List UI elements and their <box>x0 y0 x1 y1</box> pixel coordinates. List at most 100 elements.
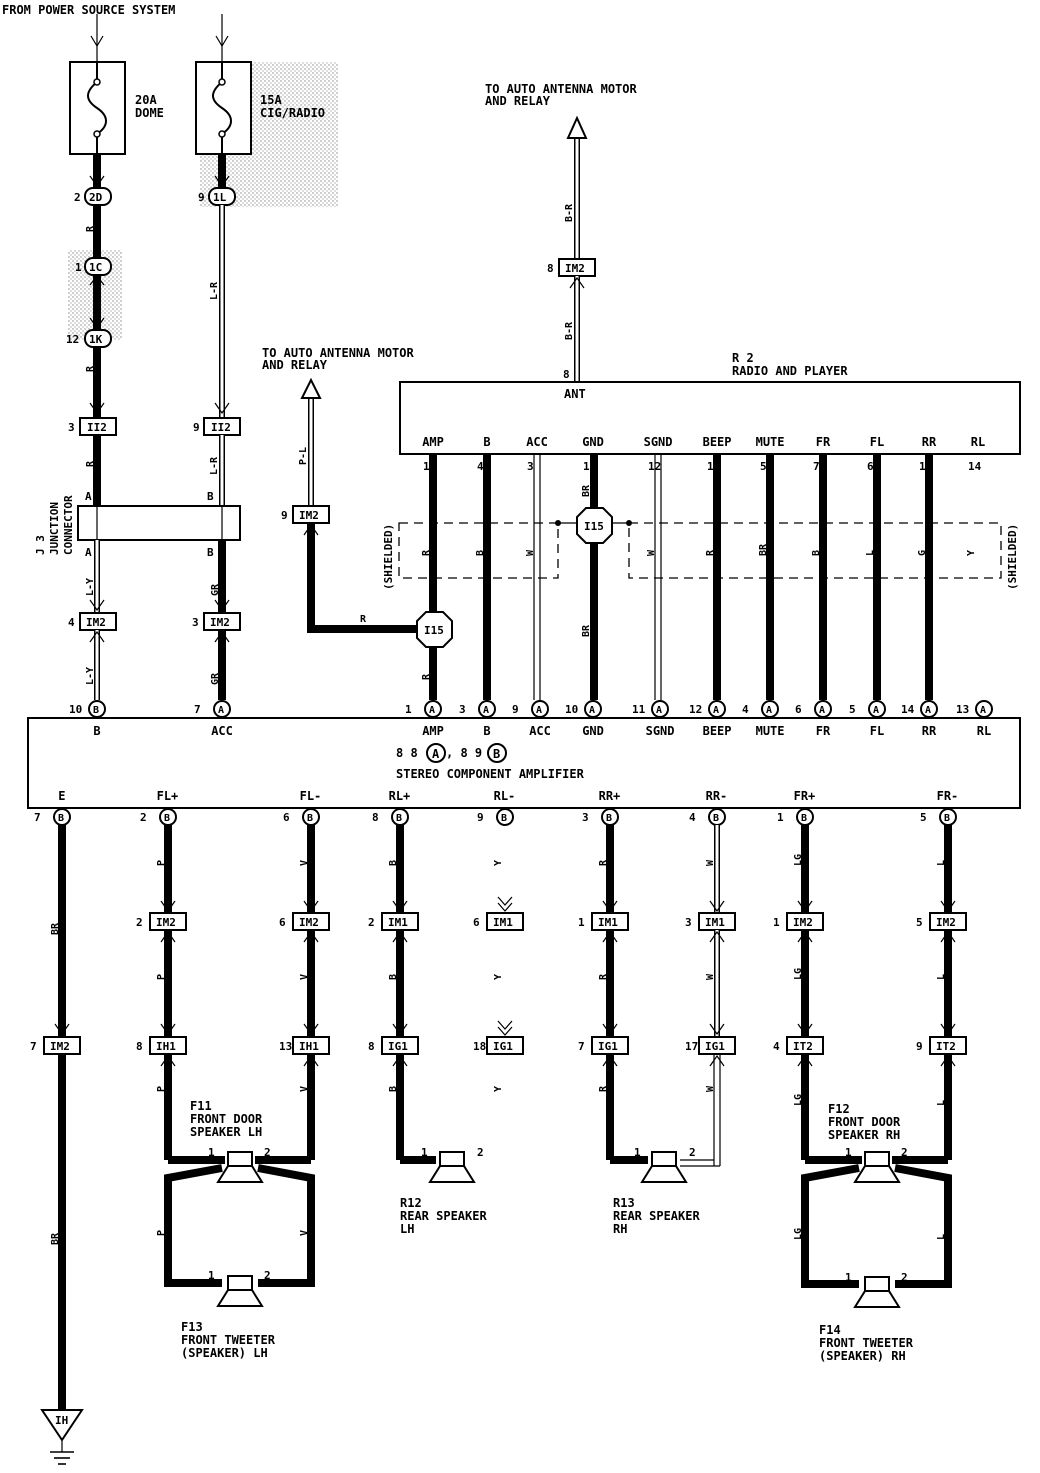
pin-label: 10 <box>565 703 578 716</box>
pin-label: 2 <box>136 916 143 929</box>
pin-label: 4 <box>68 616 75 629</box>
wire-color-label: L <box>865 550 876 556</box>
amp-top-pin-label: ACC <box>211 724 233 738</box>
amp-top-pin-label: FL <box>870 724 884 738</box>
connector-label: IM2 <box>793 916 813 929</box>
radio-pin-label: GND <box>582 435 604 449</box>
connector-letter: B <box>58 813 64 824</box>
connector-letter: A <box>656 705 662 716</box>
pin-label: 2 <box>901 1146 908 1159</box>
pin-label: 8 <box>368 1040 375 1053</box>
connector-label: IM2 <box>299 916 319 929</box>
wire-color-label: B <box>388 1086 399 1092</box>
connector-label: IM2 <box>299 509 319 522</box>
radio-pin-label: RR <box>922 435 937 449</box>
speaker-f13-ref: F13 <box>181 1320 203 1334</box>
radio-pin-label: ACC <box>526 435 548 449</box>
pin-label: 3 <box>459 703 466 716</box>
speaker-f11-line1: FRONT DOOR <box>190 1112 263 1126</box>
amp-top-pin-label: RR <box>922 724 937 738</box>
wire-color-label: G <box>917 550 928 556</box>
wire-color-label: R <box>598 859 609 866</box>
connector-1l-label: 1L <box>213 191 227 204</box>
speaker-f13-icon <box>216 1275 264 1307</box>
connector-letter: B <box>944 813 950 824</box>
wire-color-label: BR <box>758 543 769 556</box>
connector-letter: A <box>925 705 931 716</box>
speaker-f12-ref: F12 <box>828 1102 850 1116</box>
amp-top-pin-label: BEEP <box>703 724 732 738</box>
speaker-r13-icon <box>640 1151 688 1183</box>
radio-pin-label: AMP <box>422 435 444 449</box>
pin-label: 8 <box>547 262 554 275</box>
speaker-f14-line1: FRONT TWEETER <box>819 1336 914 1350</box>
pin-label: 3 <box>685 916 692 929</box>
pin-label: 13 <box>956 703 969 716</box>
cig-radio-circuit: 15A CIG/RADIO 1L 9 L-R II2 9 L-R B <box>193 14 325 506</box>
pin-label: 1 <box>777 811 784 824</box>
connector-label: IH1 <box>156 1040 176 1053</box>
wire-color-label: W <box>705 1085 716 1092</box>
amp-top-pin-label: ACC <box>529 724 551 738</box>
amp-top-pin-label: MUTE <box>756 724 785 738</box>
connector-letter: B <box>164 813 170 824</box>
pin-label: 6 <box>795 703 802 716</box>
radio-pin-label: B <box>483 435 490 449</box>
junction-line2: CONNECTOR <box>62 495 75 555</box>
amp-top-pin-label: B <box>93 724 100 738</box>
connector-i15-label: I15 <box>584 520 604 533</box>
connector-letter: A <box>766 705 772 716</box>
connector-label: IM1 <box>705 916 725 929</box>
speaker-r12-line1: REAR SPEAKER <box>400 1209 487 1223</box>
connector-label: IM2 <box>565 262 585 275</box>
connector-label: IM2 <box>156 916 176 929</box>
amp-top-pin-row: B10BA7ACCA1AMPA3BA9ACCA10GNDA11SGNDA12BE… <box>69 700 993 738</box>
junction-pin-a: A <box>85 546 92 559</box>
connector-label: IM2 <box>936 916 956 929</box>
pin-label: 6 <box>473 916 480 929</box>
wire-color-label: B-R <box>564 321 575 340</box>
connector-label: IG1 <box>705 1040 725 1053</box>
wire-color-label: Y <box>493 860 504 866</box>
radio-pin-label: MUTE <box>756 435 785 449</box>
radio-ant-pin: 8 <box>563 368 570 381</box>
pin-label: 3 <box>192 616 199 629</box>
wire-color-label: L <box>936 1100 947 1106</box>
amp-letter-b: B <box>493 747 500 761</box>
pin-label: 18 <box>473 1040 486 1053</box>
wire-color-label: BR <box>50 922 61 935</box>
pin-label: 2 <box>477 1146 484 1159</box>
radio-pin-number: 1 <box>423 460 430 473</box>
amp-name: STEREO COMPONENT AMPLIFIER <box>396 767 585 781</box>
speaker-r13-line1: REAR SPEAKER <box>613 1209 700 1223</box>
pin-label: 2 <box>140 811 147 824</box>
fuse-15a-box <box>195 61 252 155</box>
speaker-r12-ref: R12 <box>400 1196 422 1210</box>
pin-label: 7 <box>30 1040 37 1053</box>
wire-color-label: R <box>705 549 716 556</box>
amp-top-pin-label: SGND <box>646 724 675 738</box>
wire-color-label: LG <box>793 968 804 980</box>
speaker-f14-ref: F14 <box>819 1323 841 1337</box>
pin-label: 9 <box>477 811 484 824</box>
radio-pin-label: RL <box>971 435 985 449</box>
wire-color-label: W <box>705 859 716 866</box>
wire-color-label: R <box>85 460 96 467</box>
pin-label: 6 <box>283 811 290 824</box>
wire-color-label: L-Y <box>85 667 96 685</box>
connector-letter: B <box>93 705 99 716</box>
wire-color-label: GR <box>210 672 221 685</box>
pin-label: 1 <box>845 1271 852 1284</box>
junction-connector-j3: J 3 JUNCTION CONNECTOR <box>34 495 241 555</box>
ground-ih-label: IH <box>55 1414 68 1427</box>
wire-color-label: R <box>85 225 96 232</box>
speaker-f14-line2: (SPEAKER) RH <box>819 1349 906 1363</box>
amp-letter-a: A <box>432 747 440 761</box>
connector-label: IH1 <box>299 1040 319 1053</box>
junction-pin-b: B <box>207 490 214 503</box>
wire-color-label: L <box>936 1234 947 1240</box>
speaker-r12-line2: LH <box>400 1222 414 1236</box>
junction-i15-lower <box>416 611 453 648</box>
wire-color-label: R <box>360 614 367 625</box>
